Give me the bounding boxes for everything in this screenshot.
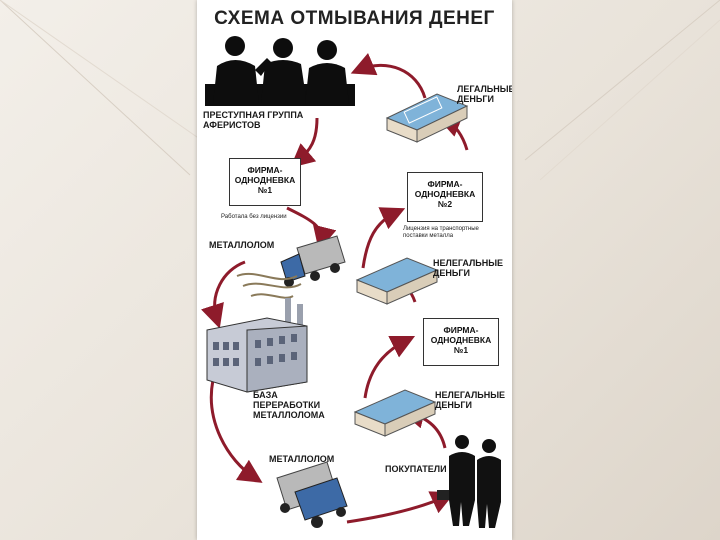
illegal-money-stack-1 <box>355 257 439 305</box>
label-criminal-group: ПРЕСТУПНАЯ ГРУППА АФЕРИСТОВ <box>203 110 304 130</box>
arrow-truck-to-buyers <box>346 491 456 524</box>
diagram-card: СХЕМА ОТМЫВАНИЯ ДЕНЕГ ПРЕСТУПНАЯ ГРУППА … <box>197 0 512 540</box>
label-illegal-money-1: НЕЛЕГАЛЬНЫЕ ДЕНЬГИ <box>433 258 504 278</box>
illegal-money-stack-2 <box>353 389 437 437</box>
label-scrap-2: МЕТАЛЛОЛОМ <box>269 454 335 464</box>
buyers-silhouette <box>437 435 501 528</box>
note-firm2: Лицензия на транспортные поставки металл… <box>403 226 479 239</box>
scrap-truck-2 <box>276 461 348 528</box>
arrow-factory-down <box>209 379 263 483</box>
sign-firm1-second: ФИРМА- ОДНОДНЕВКА №1 <box>423 318 499 366</box>
arrow-money-to-group <box>350 53 427 99</box>
diagram-title: СХЕМА ОТМЫВАНИЯ ДЕНЕГ <box>214 8 495 29</box>
label-buyers: ПОКУПАТЕЛИ <box>385 464 447 474</box>
diagram-graphics <box>201 36 501 528</box>
arrow-truck-to-factory <box>201 260 246 329</box>
arrow-money-to-firm2 <box>361 207 406 269</box>
processing-factory <box>206 298 308 393</box>
criminal-group-silhouette <box>205 36 355 106</box>
arrow-firm1-to-truck <box>286 206 337 251</box>
arrow-money-to-firm1b <box>363 335 416 399</box>
factory-smoke <box>236 272 302 299</box>
note-firm1: Работала без лицензии <box>221 214 287 220</box>
label-scrap-1: МЕТАЛЛОЛОМ <box>209 240 275 250</box>
legal-money-stack <box>385 93 469 143</box>
sign-firm2: ФИРМА- ОДНОДНЕВКА №2 <box>407 172 483 222</box>
label-illegal-money-2: НЕЛЕГАЛЬНЫЕ ДЕНЬГИ <box>435 390 506 410</box>
sign-firm1: ФИРМА- ОДНОДНЕВКА №1 <box>229 158 301 206</box>
label-legal-money: ЛЕГАЛЬНЫЕ ДЕНЬГИ <box>457 84 512 104</box>
label-processing-base: БАЗА ПЕРЕРАБОТКИ МЕТАЛЛОЛОМА <box>253 390 325 420</box>
scrap-truck-1 <box>280 235 346 287</box>
